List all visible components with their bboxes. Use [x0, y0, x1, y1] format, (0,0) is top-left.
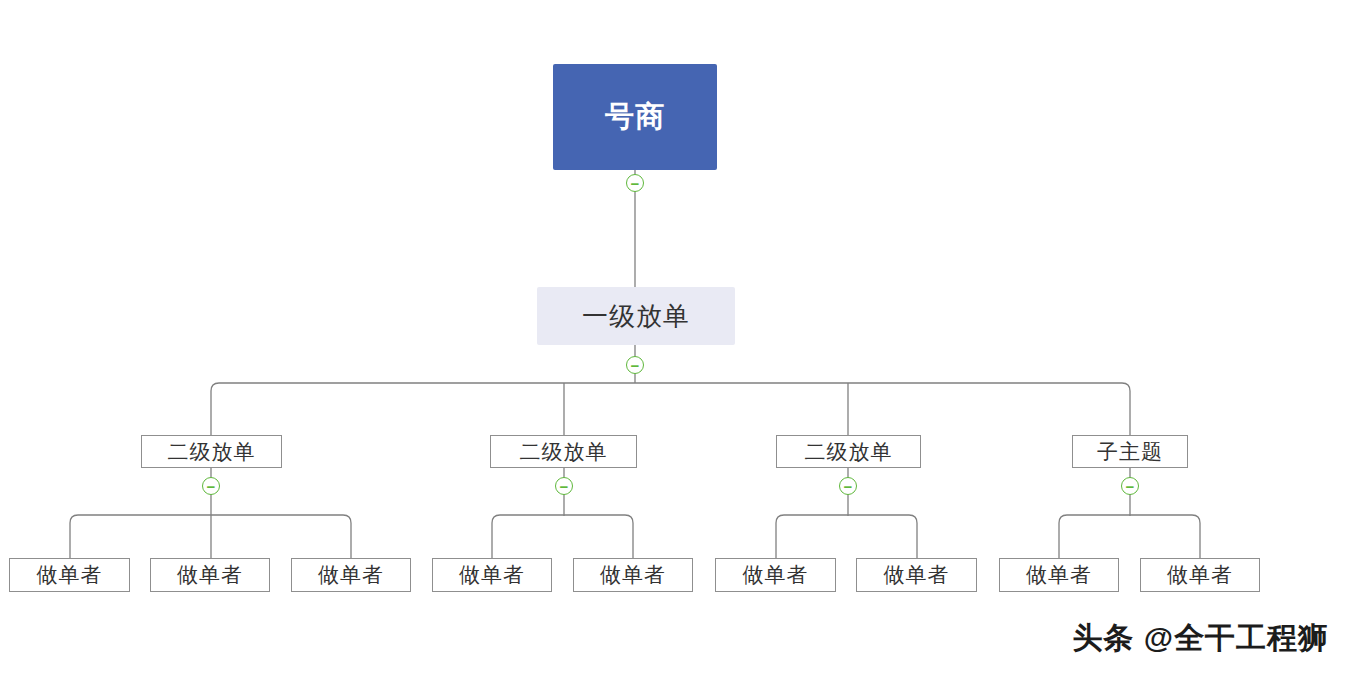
collapse-icon-level2-4[interactable]: − [1121, 477, 1139, 495]
level1-node[interactable]: 一级放单 [537, 287, 735, 345]
level3-node-3-2[interactable]: 做单者 [856, 558, 977, 592]
level2-node-3[interactable]: 二级放单 [776, 435, 921, 468]
collapse-icon-root[interactable]: − [626, 174, 644, 192]
level2-node-2[interactable]: 二级放单 [490, 435, 637, 468]
level3-node-4-2[interactable]: 做单者 [1140, 558, 1260, 592]
collapse-icon-level2-1[interactable]: − [202, 477, 220, 495]
level2-node-4[interactable]: 子主题 [1072, 435, 1188, 468]
level3-node-1-2[interactable]: 做单者 [150, 558, 270, 592]
level3-node-3-1[interactable]: 做单者 [715, 558, 836, 592]
collapse-icon-level2-2[interactable]: − [555, 477, 573, 495]
level3-node-4-1[interactable]: 做单者 [999, 558, 1119, 592]
level2-node-1[interactable]: 二级放单 [141, 435, 282, 468]
level3-node-1-3[interactable]: 做单者 [291, 558, 411, 592]
watermark: 头条 @全干工程狮 [1072, 618, 1329, 659]
level3-node-2-1[interactable]: 做单者 [432, 558, 552, 592]
collapse-icon-level2-3[interactable]: − [839, 477, 857, 495]
level3-node-2-2[interactable]: 做单者 [573, 558, 693, 592]
collapse-icon-level1[interactable]: − [626, 356, 644, 374]
level3-node-1-1[interactable]: 做单者 [9, 558, 130, 592]
root-node[interactable]: 号商 [553, 64, 717, 170]
